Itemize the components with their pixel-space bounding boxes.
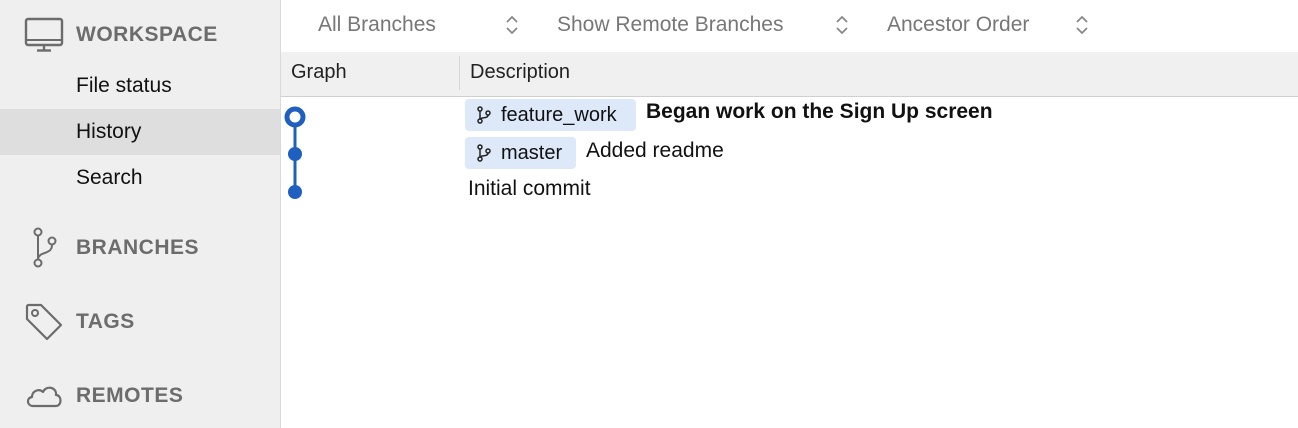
branch-badge-label: master xyxy=(501,141,563,164)
graph-column-header[interactable]: Graph xyxy=(291,61,347,83)
sidebar-item-label: Search xyxy=(76,166,143,189)
remote-branches-select[interactable]: Show Remote Branches xyxy=(557,10,857,40)
toolbar: All Branches Show Remote Branches Ancest… xyxy=(281,0,1298,52)
remote-filter-value: Show Remote Branches xyxy=(557,13,784,36)
history-panel: All Branches Show Remote Branches Ancest… xyxy=(281,0,1298,428)
branches-label: BRANCHES xyxy=(76,236,200,259)
order-value: Ancestor Order xyxy=(887,13,1030,36)
tags-header[interactable]: TAGS xyxy=(0,299,280,345)
workspace-header[interactable]: WORKSPACE xyxy=(0,12,280,58)
commit-message: Initial commit xyxy=(468,177,591,200)
sidebar: WORKSPACE File status History Search BRA… xyxy=(0,0,281,428)
tags-label: TAGS xyxy=(76,310,135,333)
graph-node-head xyxy=(284,106,306,128)
branch-badge-master[interactable]: master xyxy=(465,137,576,169)
branches-filter-value: All Branches xyxy=(318,13,436,36)
chevron-updown-icon xyxy=(506,15,518,35)
workspace-label: WORKSPACE xyxy=(76,23,218,46)
commit-graph xyxy=(284,106,306,199)
graph-node xyxy=(288,147,302,161)
tag-icon xyxy=(22,300,66,344)
branch-icon xyxy=(477,106,491,124)
graph-node xyxy=(288,185,302,199)
commit-row[interactable]: Initial commit xyxy=(281,173,1298,211)
remotes-header[interactable]: REMOTES xyxy=(0,373,280,419)
commit-row[interactable]: master Added readme xyxy=(281,135,1298,173)
column-divider[interactable] xyxy=(459,56,460,90)
branch-badge-label: feature_work xyxy=(501,103,617,126)
sidebar-item-search[interactable]: Search xyxy=(0,155,280,201)
description-column-header[interactable]: Description xyxy=(470,61,571,83)
order-select[interactable]: Ancestor Order xyxy=(887,10,1107,40)
sidebar-item-label: History xyxy=(76,120,142,143)
cloud-icon xyxy=(22,374,66,418)
monitor-icon xyxy=(22,13,66,57)
commit-message: Began work on the Sign Up screen xyxy=(646,100,993,123)
remotes-label: REMOTES xyxy=(76,384,184,407)
commit-row[interactable]: feature_work Began work on the Sign Up s… xyxy=(281,97,1298,135)
sidebar-item-history[interactable]: History xyxy=(0,109,280,155)
sidebar-item-file-status[interactable]: File status xyxy=(0,63,280,109)
column-header: Graph Description xyxy=(281,52,1298,97)
branch-icon xyxy=(477,144,491,162)
branches-filter-select[interactable]: All Branches xyxy=(318,10,523,40)
branch-badge-feature-work[interactable]: feature_work xyxy=(465,99,636,131)
sidebar-item-label: File status xyxy=(76,74,172,97)
branch-icon xyxy=(22,226,66,270)
chevron-updown-icon xyxy=(1076,15,1088,35)
branches-header[interactable]: BRANCHES xyxy=(0,225,280,271)
chevron-updown-icon xyxy=(836,15,848,35)
commit-message: Added readme xyxy=(586,139,724,162)
